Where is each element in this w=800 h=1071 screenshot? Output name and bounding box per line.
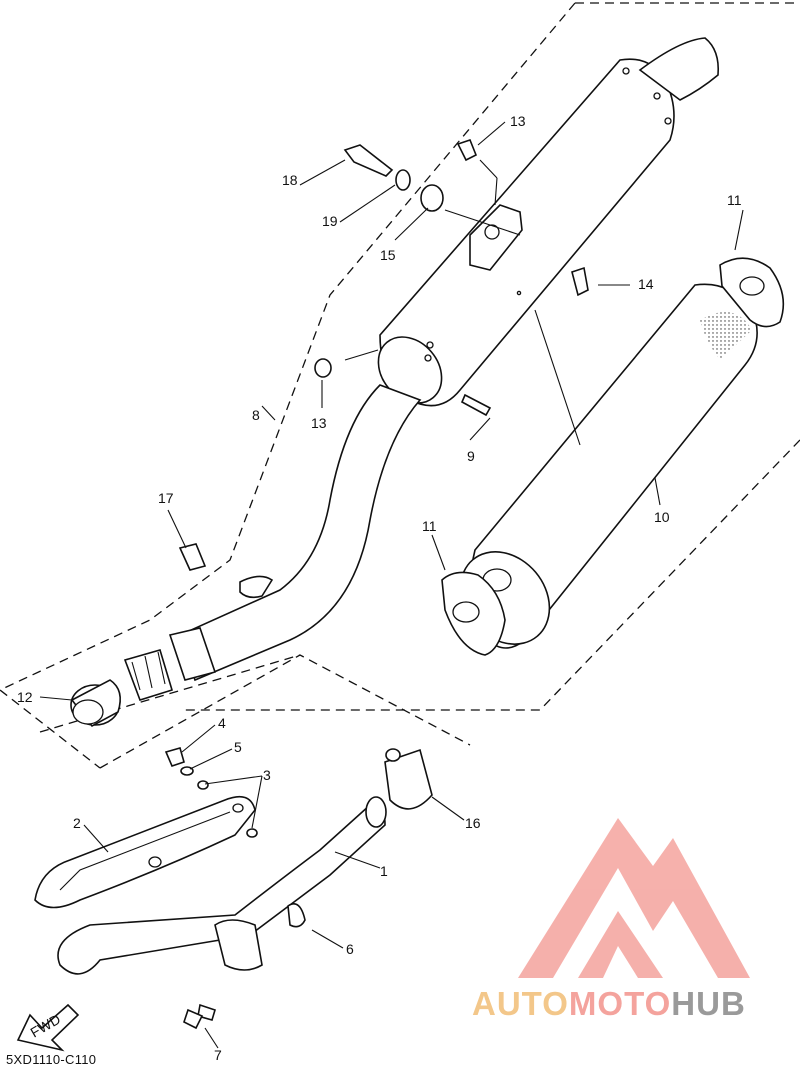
- callout-11-bottom: 11: [422, 518, 437, 534]
- heat-protector-2: [34, 795, 256, 909]
- callout-4: 4: [218, 715, 226, 731]
- small-parts-lower: [164, 747, 433, 928]
- connecting-pipe: [123, 384, 422, 701]
- callout-8: 8: [252, 407, 260, 423]
- gasket-11-bottom: [441, 571, 506, 656]
- gasket-12: [70, 679, 121, 728]
- callout-7: 7: [214, 1047, 222, 1063]
- brand-part-moto: MOTO: [568, 985, 672, 1022]
- callout-5: 5: [234, 739, 242, 755]
- callout-11-top: 11: [727, 192, 742, 208]
- diagram-code: 5XD1110-C110: [6, 1052, 97, 1067]
- gasket-11-top: [719, 257, 785, 328]
- callout-18: 18: [282, 172, 298, 188]
- callout-numbers: 1 2 3 4 5 6 7 8 9 10 11 11 12 13 13 14 1…: [17, 113, 742, 1063]
- callout-6: 6: [346, 941, 354, 957]
- callout-13-left: 13: [311, 415, 327, 431]
- muffler-body: [377, 37, 720, 407]
- brand-name: AUTOMOTOHUB: [472, 985, 746, 1023]
- callout-3: 3: [263, 767, 271, 783]
- callout-10: 10: [654, 509, 670, 525]
- brand-part-hub: HUB: [671, 985, 746, 1022]
- callout-17: 17: [158, 490, 174, 506]
- brand-part-auto: AUTO: [472, 985, 569, 1022]
- automotohub-logo: [518, 818, 750, 978]
- callout-12: 12: [17, 689, 33, 705]
- fwd-arrow-icon: FWD: [16, 1003, 80, 1052]
- callout-14: 14: [638, 276, 654, 292]
- hardware-items: [178, 139, 589, 571]
- callout-19: 19: [322, 213, 338, 229]
- header-pipe-1: [57, 796, 387, 1030]
- callout-15: 15: [380, 247, 396, 263]
- callout-13-top: 13: [510, 113, 526, 129]
- callout-9: 9: [467, 448, 475, 464]
- callout-2: 2: [73, 815, 81, 831]
- callout-1: 1: [380, 863, 388, 879]
- callout-16: 16: [465, 815, 481, 831]
- leader-lines: [39, 121, 744, 1049]
- logo-triangle-icon: [518, 818, 750, 978]
